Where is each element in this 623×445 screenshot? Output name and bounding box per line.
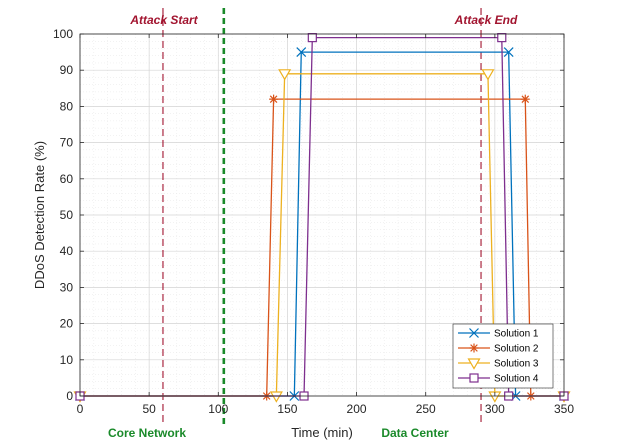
y-axis-label: DDoS Detection Rate (%) <box>32 141 47 289</box>
legend: Solution 1 Solution 2 Solution 3 Solution 4 <box>452 323 554 389</box>
bottom-annotation-data-center: Data Center <box>381 426 449 440</box>
legend-label: Solution 3 <box>494 359 539 370</box>
series-4-point <box>307 33 317 43</box>
series-3-point <box>269 391 283 403</box>
legend-item-4: Solution 4 <box>458 373 539 385</box>
series-4-point <box>497 33 507 43</box>
x-tick-label: 50 <box>142 402 156 416</box>
y-tick-label: 10 <box>60 353 74 367</box>
series-1-point <box>503 47 514 58</box>
x-tick-label: 350 <box>554 402 574 416</box>
legend-item-2: Solution 2 <box>458 343 539 355</box>
y-tick-label: 80 <box>60 99 74 113</box>
series-1-point <box>296 47 307 58</box>
series-2-point <box>520 94 530 104</box>
y-tick-label: 50 <box>60 208 74 222</box>
y-tick-label: 100 <box>53 27 73 41</box>
y-tick-label: 20 <box>60 317 74 331</box>
legend-item-1: Solution 1 <box>458 328 539 340</box>
legend-marker <box>469 373 479 383</box>
x-tick-label: 200 <box>347 402 367 416</box>
x-tick-label: 250 <box>416 402 436 416</box>
x-axis-label: Time (min) <box>291 425 353 440</box>
legend-label: Solution 2 <box>494 344 539 355</box>
y-tick-label: 40 <box>60 244 74 258</box>
legend-label: Solution 4 <box>494 374 539 385</box>
series-3-point <box>278 69 292 81</box>
series-3-point <box>481 69 495 81</box>
legend-label: Solution 1 <box>494 329 539 340</box>
legend-marker <box>467 358 481 370</box>
bottom-annotation-core-network: Core Network <box>108 426 186 440</box>
x-tick-label: 100 <box>208 402 228 416</box>
y-tick-label: 90 <box>60 63 74 77</box>
series-2-point <box>269 94 279 104</box>
y-tick-label: 30 <box>60 280 74 294</box>
legend-marker <box>469 343 479 353</box>
legend-item-3: Solution 3 <box>458 358 539 370</box>
y-tick-label: 0 <box>66 389 73 403</box>
x-tick-label: 0 <box>77 402 84 416</box>
legend-marker <box>469 328 479 338</box>
vline-label-attack-end: Attack End <box>454 13 518 27</box>
grid <box>79 33 565 397</box>
y-tick-label: 70 <box>60 136 74 150</box>
x-tick-label: 300 <box>485 402 505 416</box>
y-tick-label: 60 <box>60 172 74 186</box>
axis-ticks: 0 50 100 150 200 250 300 350 0 10 20 30 40 50 60 70 80 90… <box>53 27 574 416</box>
x-tick-label: 150 <box>277 402 297 416</box>
vline-label-attack-start: Attack Start <box>129 13 198 27</box>
